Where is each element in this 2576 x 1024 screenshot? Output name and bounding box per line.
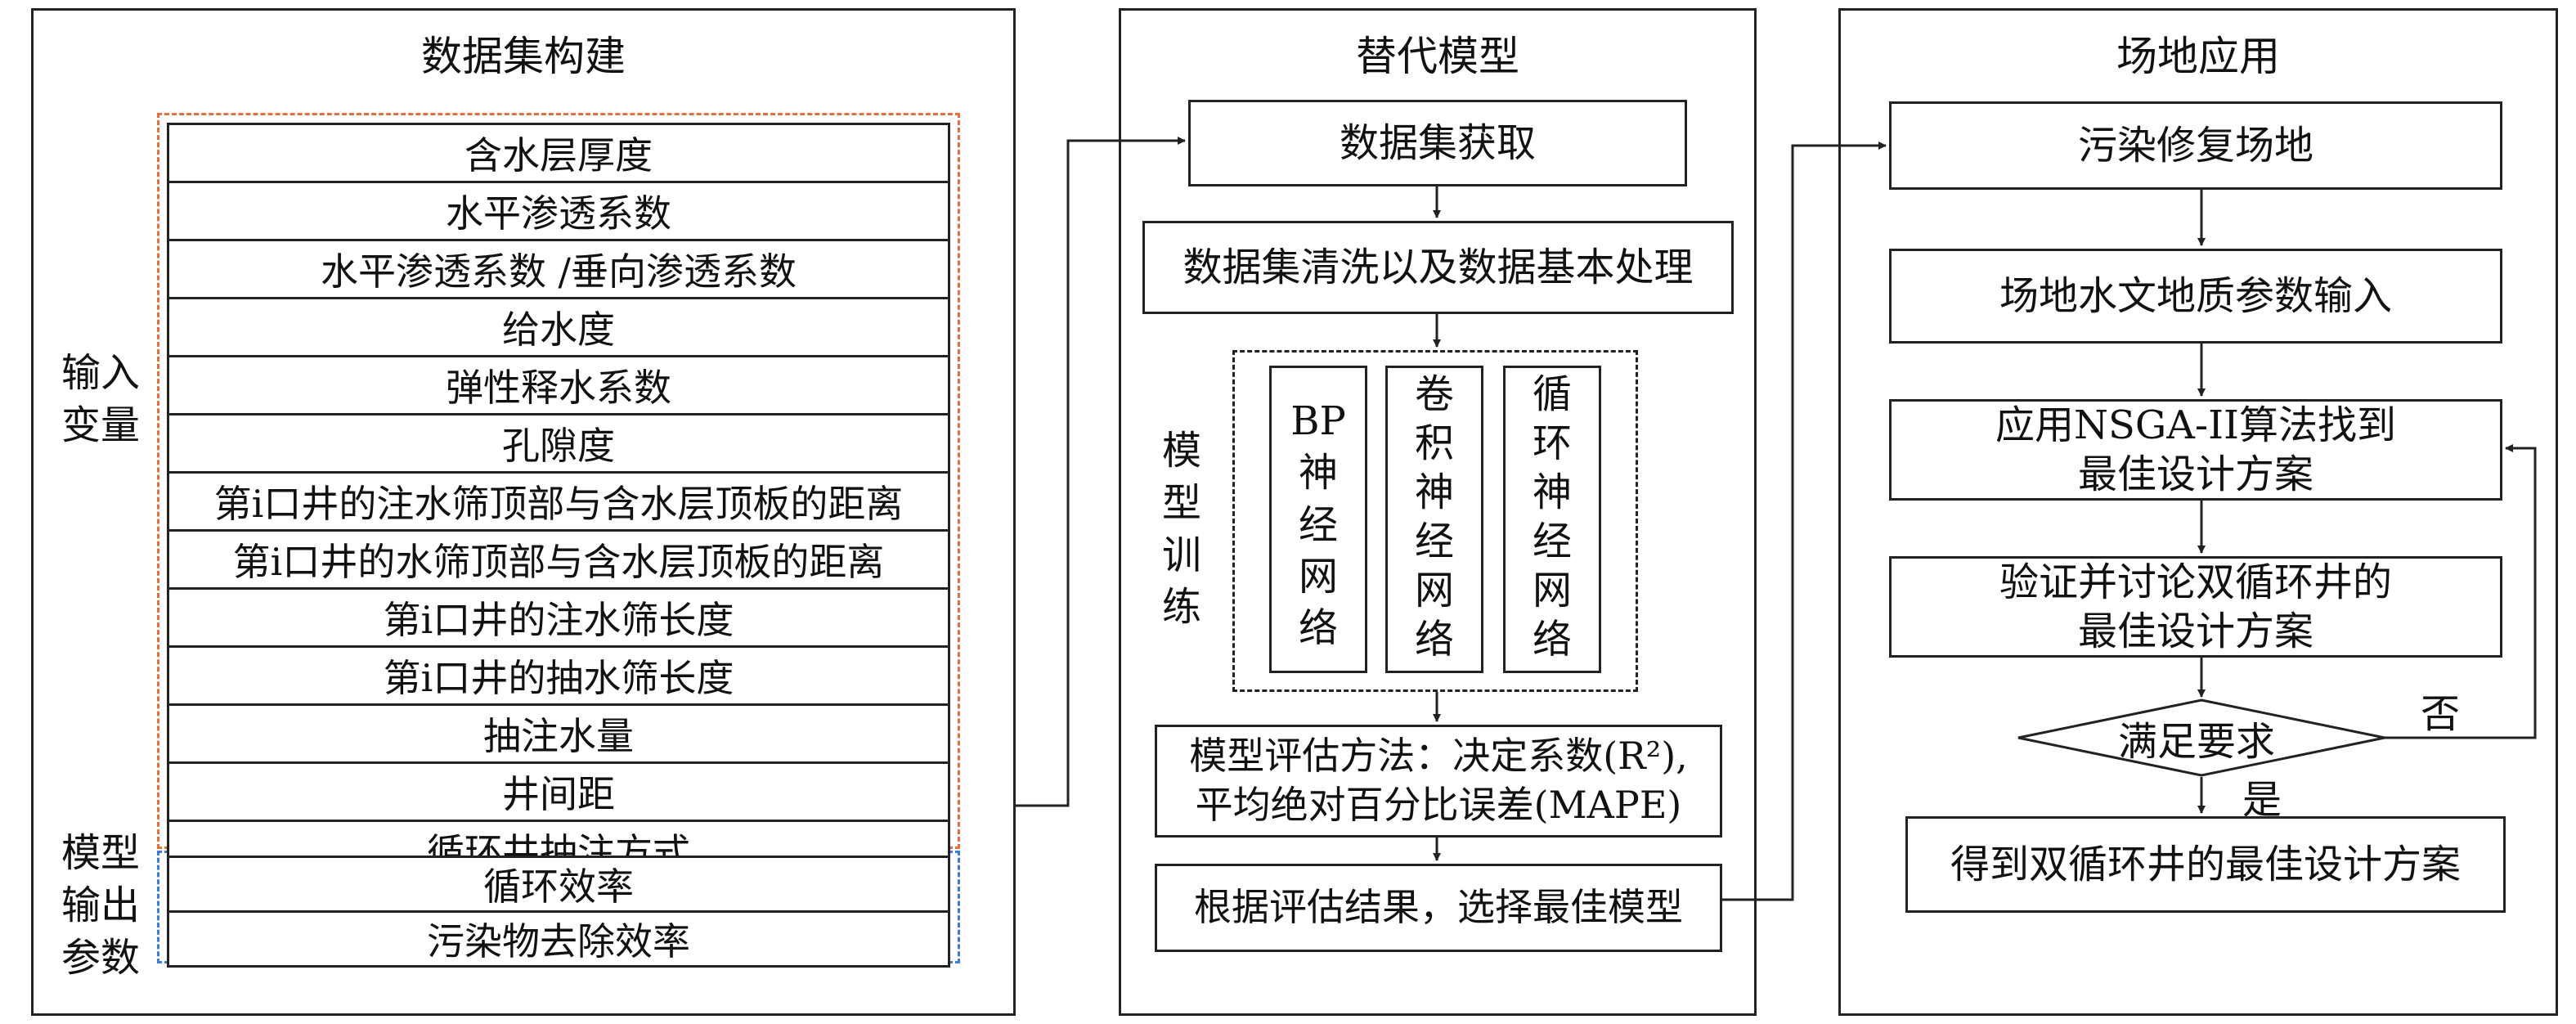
model-text-char: 络 (1532, 617, 1572, 662)
select-best-model-box: 根据评估结果，选择最佳模型 (1155, 864, 1722, 952)
model-text-char: 经 (1414, 519, 1454, 564)
model-text-char: 经 (1532, 519, 1572, 564)
model-text-char: 神 (1414, 469, 1454, 515)
model-text-char: 循 (1532, 371, 1572, 417)
output-parameter-row: 污染物去除效率 (169, 913, 948, 968)
output-parameters-table: 循环效率 污染物去除效率 (167, 856, 950, 968)
verify-text-line: 验证并讨论双循环井的 (1999, 559, 2392, 605)
model-text-char: 环 (1532, 420, 1572, 466)
input-variable-row: 抽注水量 (169, 706, 948, 764)
nsga-text-line: 最佳设计方案 (2077, 451, 2313, 497)
output-label-line: 模型 (61, 830, 140, 876)
model-text-char: 经 (1298, 501, 1338, 548)
arrow-decision-no-loop (2385, 444, 2537, 739)
input-variable-row: 井间距 (169, 764, 948, 822)
bp-neural-network-box: BP 神 经 网 络 (1269, 366, 1367, 673)
input-label-line: 变量 (61, 402, 140, 448)
input-variable-row: 孔隙度 (169, 415, 948, 474)
model-text-char: 神 (1532, 469, 1572, 515)
final-design-box: 得到双循环井的最佳设计方案 (1905, 816, 2506, 913)
nsga-text-line: 应用NSGA-II算法找到 (1995, 402, 2397, 448)
training-label-char: 型 (1161, 479, 1201, 526)
hydrogeological-parameters-box: 场地水文地质参数输入 (1889, 249, 2502, 344)
model-text-char: 网 (1414, 568, 1454, 613)
input-variable-row: 弹性释水系数 (169, 357, 948, 415)
output-label-line: 输出 (61, 882, 140, 928)
model-training-dashed-group (1232, 350, 1638, 692)
model-training-label: 模 型 训 练 (1153, 425, 1210, 634)
model-text-char: 络 (1298, 605, 1338, 652)
output-parameters-label: 模型 输出 参数 (56, 828, 146, 984)
nsga-optimization-box: 应用NSGA-II算法找到 最佳设计方案 (1889, 399, 2502, 501)
output-label-line: 参数 (61, 934, 140, 981)
model-text-char: 卷 (1414, 371, 1454, 417)
no-branch-label: 否 (2421, 691, 2461, 737)
decision-diamond (2017, 698, 2385, 777)
input-label-line: 输入 (61, 350, 140, 396)
output-parameter-row: 循环效率 (169, 858, 948, 913)
evaluation-text-line: 模型评估方法：决定系数(R²), (1189, 734, 1688, 779)
input-variable-row: 水平渗透系数 /垂向渗透系数 (169, 241, 948, 299)
training-label-char: 模 (1161, 428, 1201, 474)
contaminated-site-box: 污染修复场地 (1889, 101, 2502, 190)
input-variable-row: 第i口井的注水筛顶部与含水层顶板的距离 (169, 474, 948, 532)
dataset-acquisition-box: 数据集获取 (1188, 100, 1687, 186)
input-variables-label: 输入 变量 (56, 348, 146, 452)
arrow-dataset-to-surrogate (1016, 137, 1186, 807)
input-variable-row: 第i口井的抽水筛长度 (169, 648, 948, 706)
recurrent-neural-network-box: 循 环 神 经 网 络 (1503, 366, 1601, 673)
training-label-char: 练 (1161, 584, 1201, 631)
convolutional-neural-network-box: 卷 积 神 经 网 络 (1385, 366, 1483, 673)
model-text-char: BP (1290, 398, 1346, 444)
training-label-char: 训 (1161, 532, 1201, 578)
input-variable-row: 水平渗透系数 (169, 183, 948, 241)
model-text-char: 络 (1414, 617, 1454, 662)
model-text-char: 积 (1414, 420, 1454, 466)
model-text-char: 神 (1298, 450, 1338, 496)
model-text-char: 网 (1532, 568, 1572, 613)
verify-text-line: 最佳设计方案 (2077, 609, 2313, 654)
verify-design-box: 验证并讨论双循环井的 最佳设计方案 (1889, 556, 2502, 658)
arrow-surrogate-to-application (1722, 141, 1887, 901)
input-variables-table: 含水层厚度 水平渗透系数 水平渗透系数 /垂向渗透系数 给水度 弹性释水系数 孔… (167, 123, 950, 880)
panel-application-title: 场地应用 (2116, 33, 2280, 80)
input-variable-row: 给水度 (169, 299, 948, 357)
decision-label: 满足要求 (2117, 719, 2275, 765)
panel-dataset-title: 数据集构建 (421, 33, 626, 80)
input-variable-row: 含水层厚度 (169, 125, 948, 183)
model-evaluation-box: 模型评估方法：决定系数(R²), 平均绝对百分比误差(MAPE) (1155, 725, 1722, 838)
model-text-char: 网 (1298, 554, 1338, 600)
evaluation-text-line: 平均绝对百分比误差(MAPE) (1195, 783, 1682, 827)
input-variable-row: 第i口井的水筛顶部与含水层顶板的距离 (169, 532, 948, 590)
yes-branch-label: 是 (2242, 777, 2282, 823)
panel-surrogate-title: 替代模型 (1356, 33, 1519, 80)
data-cleaning-box: 数据集清洗以及数据基本处理 (1142, 221, 1734, 314)
input-variable-row: 第i口井的注水筛长度 (169, 590, 948, 648)
